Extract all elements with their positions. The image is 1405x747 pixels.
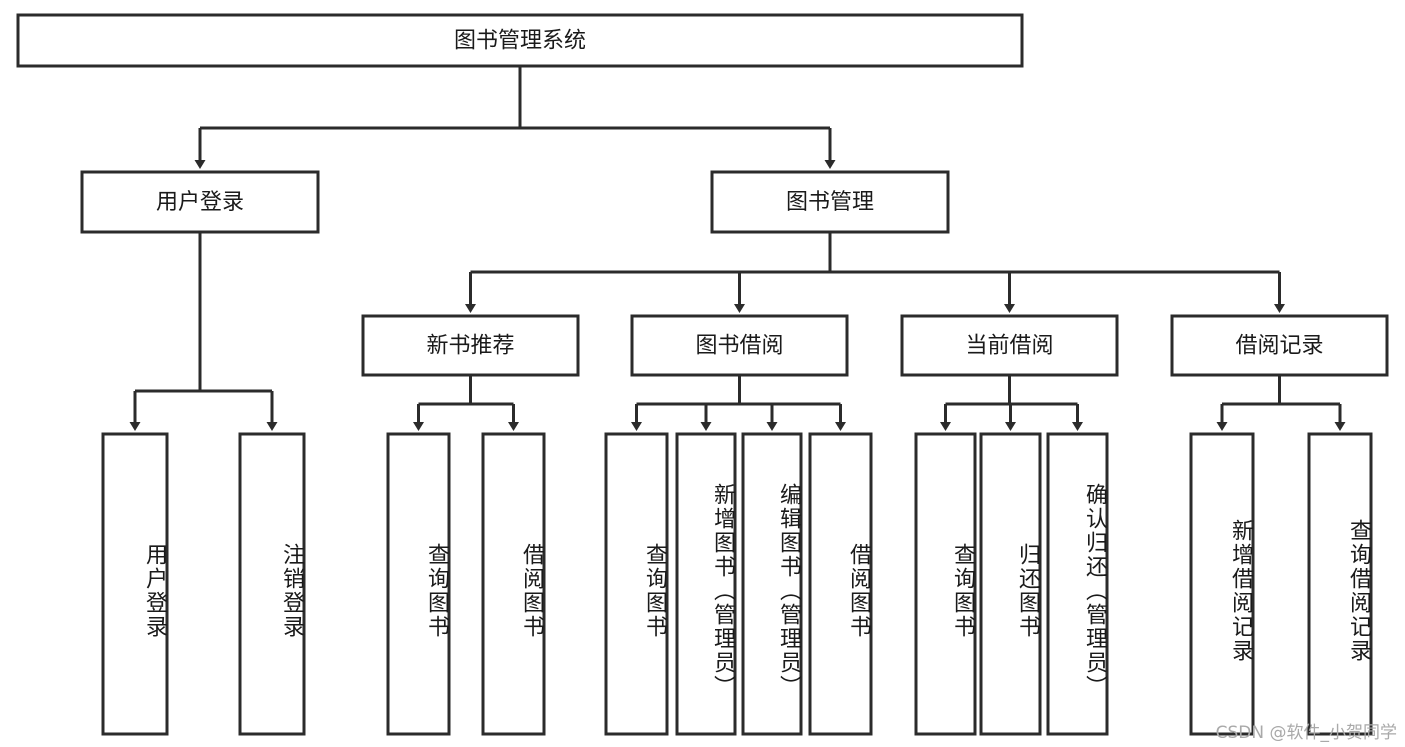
root-label: 图书管理系统 xyxy=(454,29,586,54)
level3-label: 新书推荐 xyxy=(426,334,514,359)
leaf-box[interactable] xyxy=(741,432,803,736)
leaf-box[interactable] xyxy=(675,432,737,736)
level3-box[interactable] xyxy=(630,314,849,377)
leaf-label: 查询图书 xyxy=(424,543,449,639)
leaf-box[interactable] xyxy=(808,432,873,736)
level3-label: 当前借阅 xyxy=(965,334,1053,359)
level3-label: 图书借阅 xyxy=(695,334,783,359)
level3-label: 借阅记录 xyxy=(1235,334,1323,359)
leaf-node[interactable]: 归还图书 xyxy=(979,432,1042,736)
leaf-label: 编辑图书（管理员） xyxy=(776,483,801,699)
leaf-label: 新增图书（管理员） xyxy=(710,483,735,699)
leaf-node[interactable]: 借阅图书 xyxy=(808,432,873,736)
leaf-box[interactable] xyxy=(914,432,977,736)
leaf-label: 新增借阅记录 xyxy=(1228,519,1253,663)
leaf-node[interactable]: 新增借阅记录 xyxy=(1189,432,1255,736)
level3-box[interactable] xyxy=(900,314,1119,377)
leaf-box[interactable] xyxy=(1046,432,1109,736)
leaf-box[interactable] xyxy=(1189,432,1255,736)
root-box[interactable] xyxy=(16,13,1024,68)
leaf-label: 借阅图书 xyxy=(519,543,544,639)
leaf-node[interactable]: 查询图书 xyxy=(914,432,977,736)
leaf-box[interactable] xyxy=(386,432,451,736)
leaf-box[interactable] xyxy=(1307,432,1373,736)
level3-node[interactable]: 图书借阅 xyxy=(630,314,849,377)
leaf-label: 注销登录 xyxy=(279,543,304,639)
level2-label: 图书管理 xyxy=(786,190,874,215)
leaf-label: 借阅图书 xyxy=(846,543,871,639)
level2-box[interactable] xyxy=(80,170,320,234)
level2-box[interactable] xyxy=(710,170,950,234)
leaf-box[interactable] xyxy=(238,432,306,736)
leaf-box[interactable] xyxy=(101,432,169,736)
connector-edges xyxy=(129,66,1346,431)
level3-node[interactable]: 新书推荐 xyxy=(361,314,580,377)
level3-node[interactable]: 当前借阅 xyxy=(900,314,1119,377)
level3-node[interactable]: 借阅记录 xyxy=(1170,314,1389,377)
leaf-node[interactable]: 编辑图书（管理员） xyxy=(741,432,803,736)
leaf-label: 归还图书 xyxy=(1015,543,1040,639)
leaf-node[interactable]: 借阅图书 xyxy=(481,432,546,736)
leaf-box[interactable] xyxy=(481,432,546,736)
leaf-label: 查询借阅记录 xyxy=(1346,519,1371,663)
leaf-box[interactable] xyxy=(604,432,669,736)
level3-box[interactable] xyxy=(1170,314,1389,377)
level2-node[interactable]: 用户登录 xyxy=(80,170,320,234)
level2-node[interactable]: 图书管理 xyxy=(710,170,950,234)
node-boxes: 图书管理系统用户登录图书管理新书推荐图书借阅当前借阅借阅记录用户登录注销登录查询… xyxy=(16,13,1389,736)
level3-box[interactable] xyxy=(361,314,580,377)
leaf-node[interactable]: 确认归还（管理员） xyxy=(1046,432,1109,736)
leaf-node[interactable]: 查询图书 xyxy=(386,432,451,736)
leaf-label: 查询图书 xyxy=(642,543,667,639)
leaf-label: 确认归还（管理员） xyxy=(1082,483,1107,699)
leaf-node[interactable]: 用户登录 xyxy=(101,432,169,736)
leaf-node[interactable]: 查询图书 xyxy=(604,432,669,736)
leaf-label: 用户登录 xyxy=(142,543,167,639)
level2-label: 用户登录 xyxy=(156,190,244,215)
leaf-node[interactable]: 新增图书（管理员） xyxy=(675,432,737,736)
leaf-node[interactable]: 注销登录 xyxy=(238,432,306,736)
leaf-node[interactable]: 查询借阅记录 xyxy=(1307,432,1373,736)
leaf-label: 查询图书 xyxy=(950,543,975,639)
leaf-box[interactable] xyxy=(979,432,1042,736)
root-node[interactable]: 图书管理系统 xyxy=(16,13,1024,68)
